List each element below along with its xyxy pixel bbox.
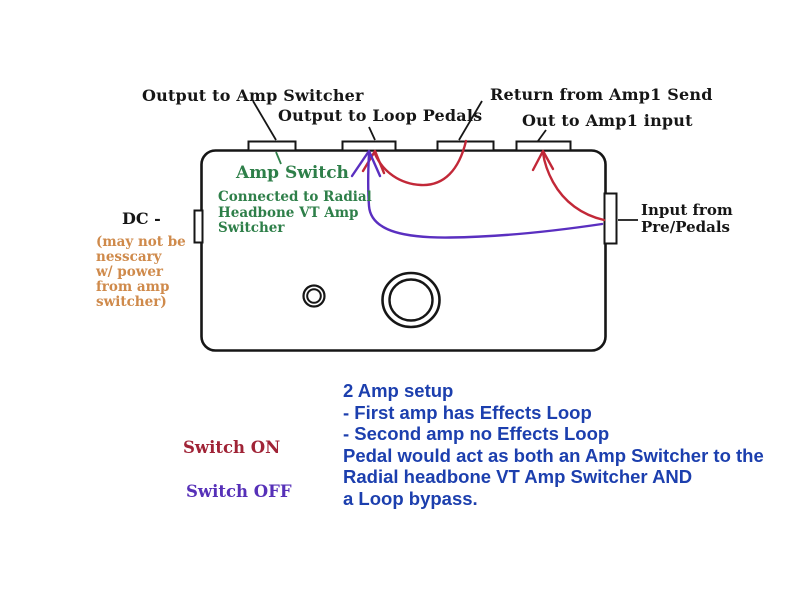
- label-dc: DC -: [122, 209, 161, 228]
- jack-output-loop-pedals: [341, 140, 397, 152]
- setup-notes: 2 Amp setup - First amp has Effects Loop…: [343, 380, 764, 509]
- led-inner-ring: [306, 288, 322, 304]
- setup-notes-line: Pedal would act as both an Amp Switcher …: [343, 444, 764, 466]
- setup-notes-line: - Second amp no Effects Loop: [343, 423, 610, 444]
- setup-notes-line: Radial headbone VT Amp Switcher AND: [343, 466, 693, 487]
- leader-amp-switch: [275, 151, 282, 165]
- dc-note-line: nesscary: [96, 249, 162, 265]
- leader-out-amp1-input: [537, 129, 547, 142]
- input-label-line: Pre/Pedals: [641, 217, 730, 236]
- label-amp-switch: Amp Switch: [236, 163, 349, 183]
- setup-notes-line: 2 Amp setup: [343, 380, 454, 401]
- label-amp-switch-note: Connected to Radial Headbone VT Amp Swit…: [218, 189, 372, 237]
- amp-switch-note-line: Connected to Radial: [218, 189, 372, 205]
- amp-switch-note-line: Switcher: [218, 220, 285, 236]
- label-out-amp1-input: Out to Amp1 input: [522, 111, 693, 130]
- legend-switch-on: Switch ON: [183, 438, 281, 457]
- footswitch-outer-ring: [381, 271, 441, 329]
- arrowhead-red-amp1-input: [531, 149, 555, 172]
- dc-note-line: (may not be: [96, 234, 186, 250]
- dc-note-line: w/ power: [96, 264, 164, 280]
- pedal-enclosure: [200, 149, 607, 352]
- jack-input-pre-pedals: [603, 192, 618, 245]
- amp-switch-note-line: Headbone VT Amp: [218, 204, 359, 221]
- setup-notes-line: - First amp has Effects Loop: [343, 401, 592, 423]
- dc-note-line: from amp: [96, 279, 170, 295]
- label-dc-note: (may not be nesscary w/ power from amp s…: [96, 235, 186, 310]
- leader-return-amp1-send: [458, 100, 483, 141]
- wire-red-return-to-loop-output: [373, 139, 468, 187]
- jack-output-amp-switcher: [247, 140, 297, 152]
- leader-output-loop-pedals: [368, 126, 376, 141]
- label-output-loop-pedals: Output to Loop Pedals: [278, 106, 483, 125]
- label-input-pre-pedals: Input from Pre/Pedals: [641, 202, 733, 235]
- legend-switch-off: Switch OFF: [186, 482, 292, 501]
- dc-note-line: switcher): [96, 294, 167, 310]
- leader-output-amp-switcher: [252, 100, 277, 141]
- setup-notes-line: a Loop bypass.: [343, 487, 478, 509]
- jack-dc-power: [193, 209, 204, 244]
- wire-purple-input-to-loop-output: [367, 152, 604, 239]
- led-outer-ring: [302, 284, 326, 308]
- jack-out-amp1-input: [515, 140, 572, 152]
- arrowhead-purple-loop-output: [350, 149, 382, 178]
- footswitch-inner-ring: [388, 278, 434, 322]
- input-label-line: Input from: [641, 201, 733, 219]
- label-output-amp-switcher: Output to Amp Switcher: [142, 86, 364, 105]
- wire-red-input-to-amp1: [541, 151, 606, 222]
- label-return-amp1-send: Return from Amp1 Send: [490, 85, 713, 104]
